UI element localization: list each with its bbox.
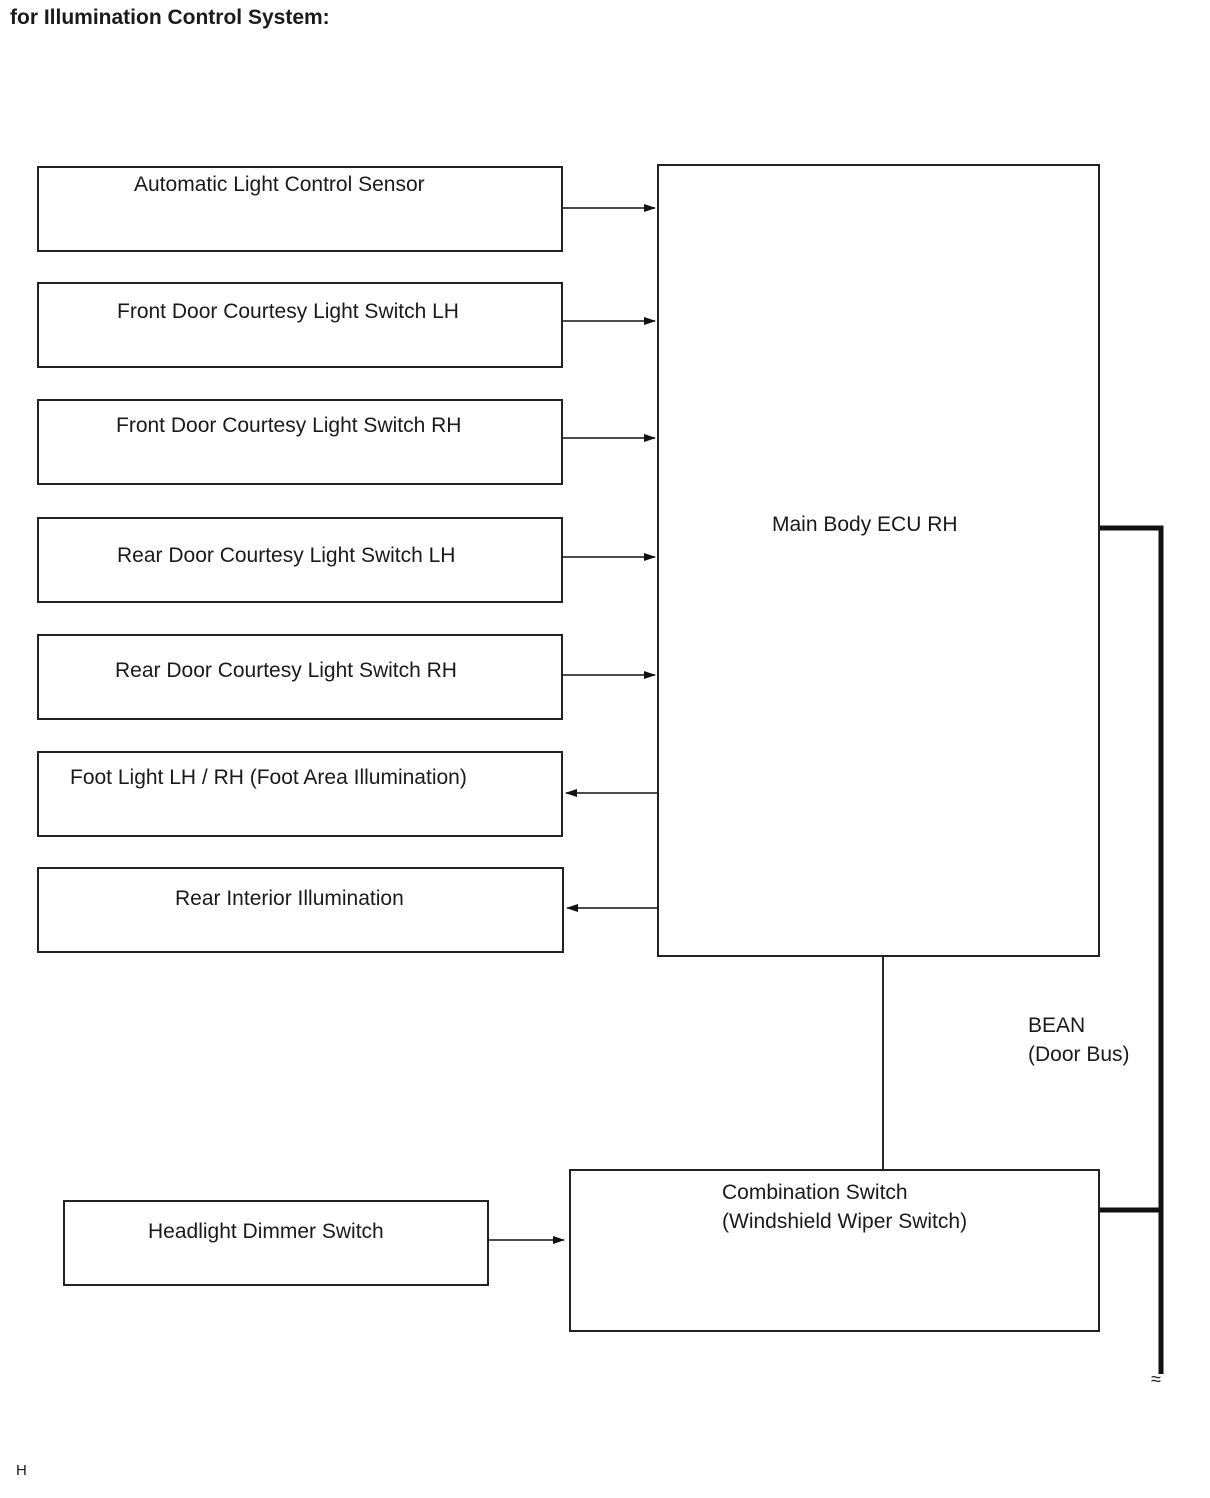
bean-bus-line [1100, 525, 1164, 1374]
rear-door-switch-rh-label: Rear Door Courtesy Light Switch RH [115, 659, 457, 682]
rear-interior-illumination-box: Rear Interior Illumination [37, 867, 564, 953]
auto-light-control-sensor-label: Automatic Light Control Sensor [134, 173, 425, 196]
main-body-ecu-label: Main Body ECU RH [772, 513, 958, 536]
bean-bus-label-line1: BEAN [1028, 1014, 1086, 1037]
front-door-switch-rh-box: Front Door Courtesy Light Switch RH [37, 399, 563, 485]
diagram-title: for Illumination Control System: [10, 6, 330, 29]
combination-switch-box: Combination Switch (Windshield Wiper Swi… [569, 1169, 1100, 1332]
front-door-switch-lh-box: Front Door Courtesy Light Switch LH [37, 282, 563, 368]
combination-switch-title: Combination Switch [722, 1181, 908, 1204]
rear-door-switch-rh-box: Rear Door Courtesy Light Switch RH [37, 634, 563, 720]
bean-bus-label-line2: (Door Bus) [1028, 1043, 1130, 1066]
bus-break-icon: ≈ [1151, 1369, 1161, 1389]
front-door-switch-rh-label: Front Door Courtesy Light Switch RH [116, 414, 462, 437]
main-body-ecu-box: Main Body ECU RH [657, 164, 1100, 957]
headlight-dimmer-switch-box: Headlight Dimmer Switch [63, 1200, 489, 1286]
front-door-switch-lh-label: Front Door Courtesy Light Switch LH [117, 300, 459, 323]
rear-door-switch-lh-label: Rear Door Courtesy Light Switch LH [117, 544, 456, 567]
foot-light-box: Foot Light LH / RH (Foot Area Illuminati… [37, 751, 563, 837]
bean-bus-label: BEAN (Door Bus) [1028, 1011, 1130, 1069]
foot-light-label: Foot Light LH / RH (Foot Area Illuminati… [70, 766, 467, 789]
auto-light-control-sensor-box: Automatic Light Control Sensor [37, 166, 563, 252]
rear-interior-illumination-label: Rear Interior Illumination [175, 887, 404, 910]
headlight-dimmer-switch-label: Headlight Dimmer Switch [148, 1220, 384, 1243]
footer-mark: H [16, 1462, 27, 1479]
combination-switch-subtitle: (Windshield Wiper Switch) [722, 1210, 968, 1233]
rear-door-switch-lh-box: Rear Door Courtesy Light Switch LH [37, 517, 563, 603]
